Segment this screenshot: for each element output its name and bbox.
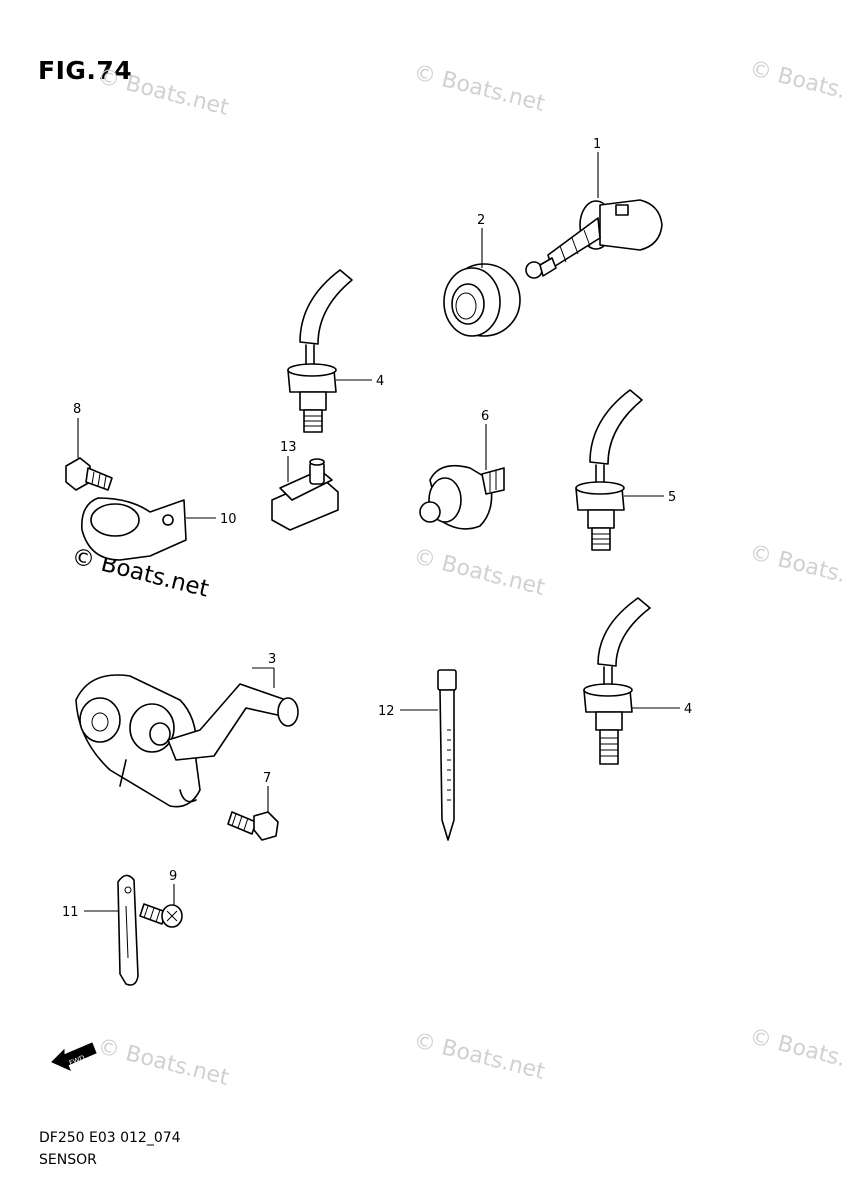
part-2-grommet bbox=[443, 263, 521, 337]
callout-7: 7 bbox=[263, 771, 271, 786]
part-3-position-sensor bbox=[75, 674, 299, 808]
part-8-bolt bbox=[65, 457, 113, 491]
callout-6: 6 bbox=[481, 409, 489, 424]
part-6-knock-sensor bbox=[419, 464, 505, 530]
callout-11: 11 bbox=[62, 905, 79, 920]
callout-1: 1 bbox=[593, 137, 601, 152]
part-7-screw bbox=[227, 811, 279, 841]
callout-5: 5 bbox=[668, 490, 676, 505]
part-13-holder bbox=[271, 458, 339, 531]
part-1-temperature-sensor bbox=[525, 199, 663, 279]
drawing-code: DF250 E03 012_074 bbox=[39, 1130, 181, 1146]
figure-title: FIG.74 bbox=[38, 56, 133, 85]
callout-3: 3 bbox=[268, 652, 276, 667]
callout-12: 12 bbox=[378, 704, 395, 719]
callout-9: 9 bbox=[169, 869, 177, 884]
section-name: SENSOR bbox=[39, 1152, 97, 1168]
part-4-switch-lower bbox=[583, 597, 651, 765]
callout-8: 8 bbox=[73, 402, 81, 417]
part-10-clamp bbox=[81, 497, 187, 561]
callout-4a: 4 bbox=[376, 374, 384, 389]
part-5-switch bbox=[575, 389, 643, 551]
part-9-screw bbox=[139, 903, 183, 928]
part-4-switch-upper bbox=[287, 269, 353, 433]
callout-13: 13 bbox=[280, 440, 297, 455]
callout-4b: 4 bbox=[684, 702, 692, 717]
part-12-cable-tie bbox=[437, 669, 457, 841]
part-11-strap bbox=[117, 874, 139, 986]
fwd-arrow-icon: FWD bbox=[51, 1042, 97, 1071]
callout-10: 10 bbox=[220, 512, 237, 527]
callout-2: 2 bbox=[477, 213, 485, 228]
